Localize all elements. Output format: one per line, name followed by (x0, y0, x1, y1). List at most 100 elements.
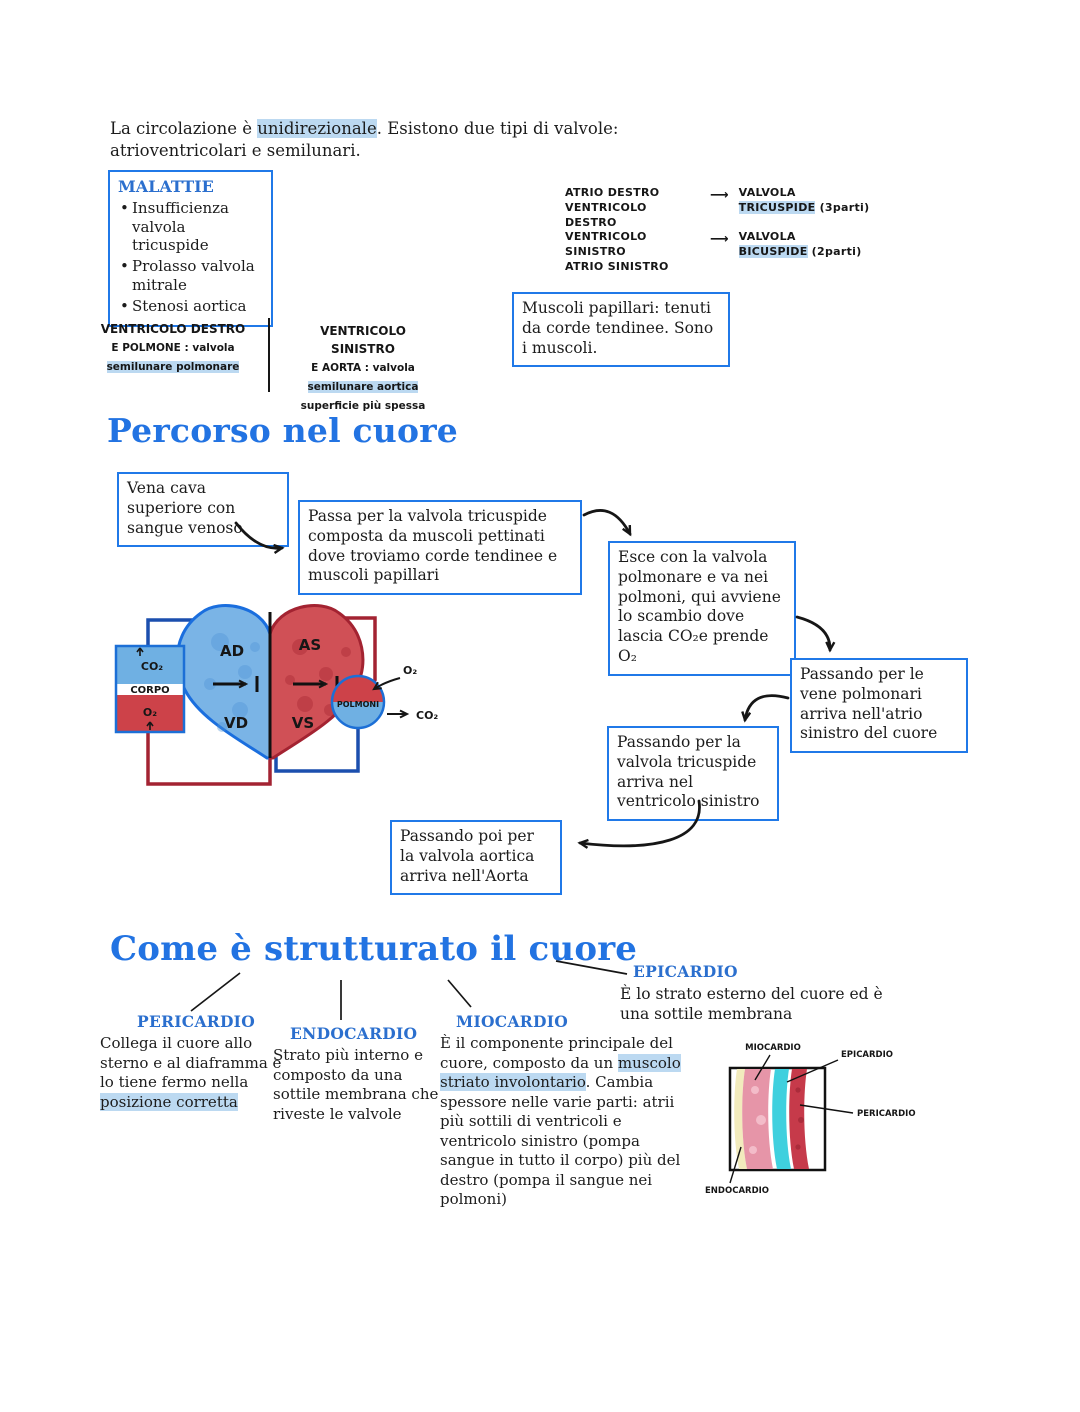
wall-label-endocardio: ENDOCARDIO (705, 1186, 769, 1196)
arrow-polmonare-to-vene (795, 615, 830, 650)
papillari-text: Muscoli papillari: tenuti da corde tendi… (522, 299, 714, 357)
intro-highlight: unidirezionale (257, 119, 377, 138)
miocardio-text-part: È il componente principale del cuore, co… (440, 1034, 673, 1072)
line-to-pericardio (190, 972, 241, 1012)
line-to-miocardio (447, 979, 472, 1008)
flow-box-polmonare: Esce con la valvola polmonare e va nei p… (608, 541, 796, 676)
co2-up-arrow (136, 647, 144, 656)
note-line: VENTRICOLO SINISTRO (320, 324, 406, 356)
valve-note-line: VENTRICOLO DESTRO (565, 200, 647, 229)
flow-box-aorta: Passando poi per la valvola aortica arri… (390, 820, 562, 896)
intro-paragraph: La circolazione è unidirezionale. Esisto… (110, 118, 622, 162)
valve-note-line: VALVOLA (738, 186, 796, 199)
note-line: E AORTA : valvola (311, 362, 415, 374)
label-co2-out: CO₂ (416, 709, 438, 722)
label-ventricolo-sinistro: VS (292, 714, 314, 732)
label-atrio-destro: AD (220, 642, 244, 660)
valve-note-line: VALVOLA (738, 230, 796, 243)
flow-box-tricuspide: Passa per la valvola tricuspide composta… (298, 500, 582, 596)
label-ventricolo-destro: VD (224, 714, 248, 732)
pericardio-highlight: posizione corretta (100, 1092, 238, 1111)
miocardio-text-part: . Cambia spessore nelle varie parti: atr… (440, 1073, 681, 1208)
heart-right-half (268, 604, 365, 760)
flow-box-text: Vena cava superiore con sangue venoso (127, 479, 243, 537)
flow-box-ventricolo-sinistro: Passando per la valvola tricuspide arriv… (607, 726, 779, 822)
pericardio-pointer-line (799, 1104, 854, 1114)
arrow-vene-to-ventricolo (745, 694, 790, 720)
malattie-box: MALATTIE Insufficienza valvola tricuspid… (108, 170, 273, 328)
label-o2-body: O₂ (143, 706, 157, 719)
heart-circulation-diagram: AD AS VD VS CO₂ CORPO O₂ POLMONI O₂ CO₂ (114, 604, 438, 786)
valve-note-line: ATRIO SINISTRO (565, 259, 669, 273)
malattie-item: Insufficienza valvola tricuspide (118, 199, 263, 254)
miocardio-text: È il componente principale del cuore, co… (440, 1034, 682, 1210)
heart-blue-texture (204, 633, 260, 732)
endocardio-text: Strato più interno e composto da una sot… (273, 1046, 439, 1123)
valve-note-row-2: VENTRICOLO SINISTRO ATRIO SINISTRO ⟶ VAL… (565, 230, 862, 275)
label-corpo: CORPO (130, 685, 169, 696)
pericardio-texture (795, 1087, 804, 1150)
flow-box-vene-polmonari: Passando per le vene polmonari arriva ne… (790, 658, 968, 754)
pericardio-text-part: Collega il cuore allo sterno e al diafra… (100, 1034, 282, 1091)
malattie-title: MALATTIE (118, 177, 214, 196)
o2-up-arrow (146, 721, 154, 730)
endocardio-pointer-line (729, 1146, 742, 1184)
semilunar-note-left: VENTRICOLO DESTRO E POLMONE : valvola se… (98, 320, 248, 376)
pericardio-text: Collega il cuore allo sterno e al diafra… (100, 1034, 288, 1112)
heart-wall-diagram: MIOCARDIO EPICARDIO PERICARDIO ENDOCARDI… (705, 1043, 916, 1196)
flow-box-text: Passando per le vene polmonari arriva ne… (800, 665, 938, 743)
pericardio-label: PERICARDIO (137, 1012, 256, 1031)
polmoni-block: POLMONI (330, 674, 386, 730)
label-o2-in: O₂ (403, 664, 417, 677)
valve-note-line: (2parti) (807, 244, 862, 258)
valve-note-line: (3parti) (815, 200, 870, 214)
note-line: E POLMONE : valvola (111, 342, 235, 354)
semilunar-note-right: VENTRICOLO SINISTRO E AORTA : valvola se… (288, 322, 438, 414)
note-divider-line (268, 318, 270, 392)
intro-text-2: . Esistono due tipi di valvole: atrioven… (110, 119, 619, 160)
note-line: VENTRICOLO DESTRO (100, 322, 246, 336)
miocardio-pointer-line (754, 1054, 771, 1081)
note-line-highlight: semilunare polmonare (106, 360, 240, 373)
wall-label-epicardio: EPICARDIO (841, 1050, 893, 1060)
valve-name-highlight: TRICUSPIDE (738, 200, 816, 214)
note-line-highlight: semilunare aortica (307, 380, 419, 393)
percorso-heading: Percorso nel cuore (107, 411, 458, 450)
malattie-item: Prolasso valvola mitrale (118, 257, 263, 294)
label-atrio-sinistro: AS (299, 636, 321, 654)
malattie-list: Insufficienza valvola tricuspide Prolass… (118, 199, 263, 315)
corpo-block: CO₂ CORPO O₂ (114, 644, 186, 734)
wire-body-to-heart-blue (146, 618, 205, 648)
o2-in-arrow (372, 677, 401, 691)
note-line: superficie più spessa (300, 399, 426, 412)
layer-endocardio (734, 1069, 747, 1169)
flow-box-text: Passando per la valvola tricuspide arriv… (617, 733, 760, 811)
valve-note-line: ATRIO DESTRO (565, 186, 660, 199)
epicardio-pointer-line (786, 1059, 839, 1083)
valve-note-line: VENTRICOLO SINISTRO (565, 230, 647, 258)
flow-box-text: Passando poi per la valvola aortica arri… (400, 827, 535, 885)
wall-label-pericardio: PERICARDIO (857, 1109, 916, 1119)
layer-epicardio (772, 1069, 791, 1169)
arrow-glyph: ⟶ (710, 188, 729, 203)
miocardio-label: MIOCARDIO (456, 1012, 569, 1031)
papillari-box: Muscoli papillari: tenuti da corde tendi… (512, 292, 730, 368)
label-polmoni: POLMONI (337, 700, 379, 709)
valve-note-row-1: ATRIO DESTRO VENTRICOLO DESTRO ⟶ VALVOLA… (565, 186, 869, 231)
epicardio-label: EPICARDIO (633, 962, 738, 981)
wire-lungs-to-heart-red (339, 616, 377, 682)
epicardio-text: È lo strato esterno del cuore ed è una s… (620, 985, 883, 1024)
wall-label-miocardio: MIOCARDIO (745, 1043, 801, 1053)
endocardio-label: ENDOCARDIO (290, 1024, 418, 1043)
valve-note-left: VENTRICOLO SINISTRO ATRIO SINISTRO (565, 230, 700, 275)
arrow-tricuspide-to-polmonare (582, 509, 632, 534)
valve-name-highlight: BICUSPIDE (738, 244, 808, 258)
flow-box-text: Passa per la valvola tricuspide composta… (308, 507, 558, 585)
valve-note-right: VALVOLA TRICUSPIDE (3parti) (738, 186, 870, 216)
struttura-heading: Come è strutturato il cuore (110, 929, 638, 969)
miocardio-texture (749, 1086, 766, 1154)
intro-text-1: La circolazione è (110, 119, 258, 138)
arrow-glyph: ⟶ (710, 232, 729, 247)
valve-note-left: ATRIO DESTRO VENTRICOLO DESTRO (565, 186, 700, 231)
